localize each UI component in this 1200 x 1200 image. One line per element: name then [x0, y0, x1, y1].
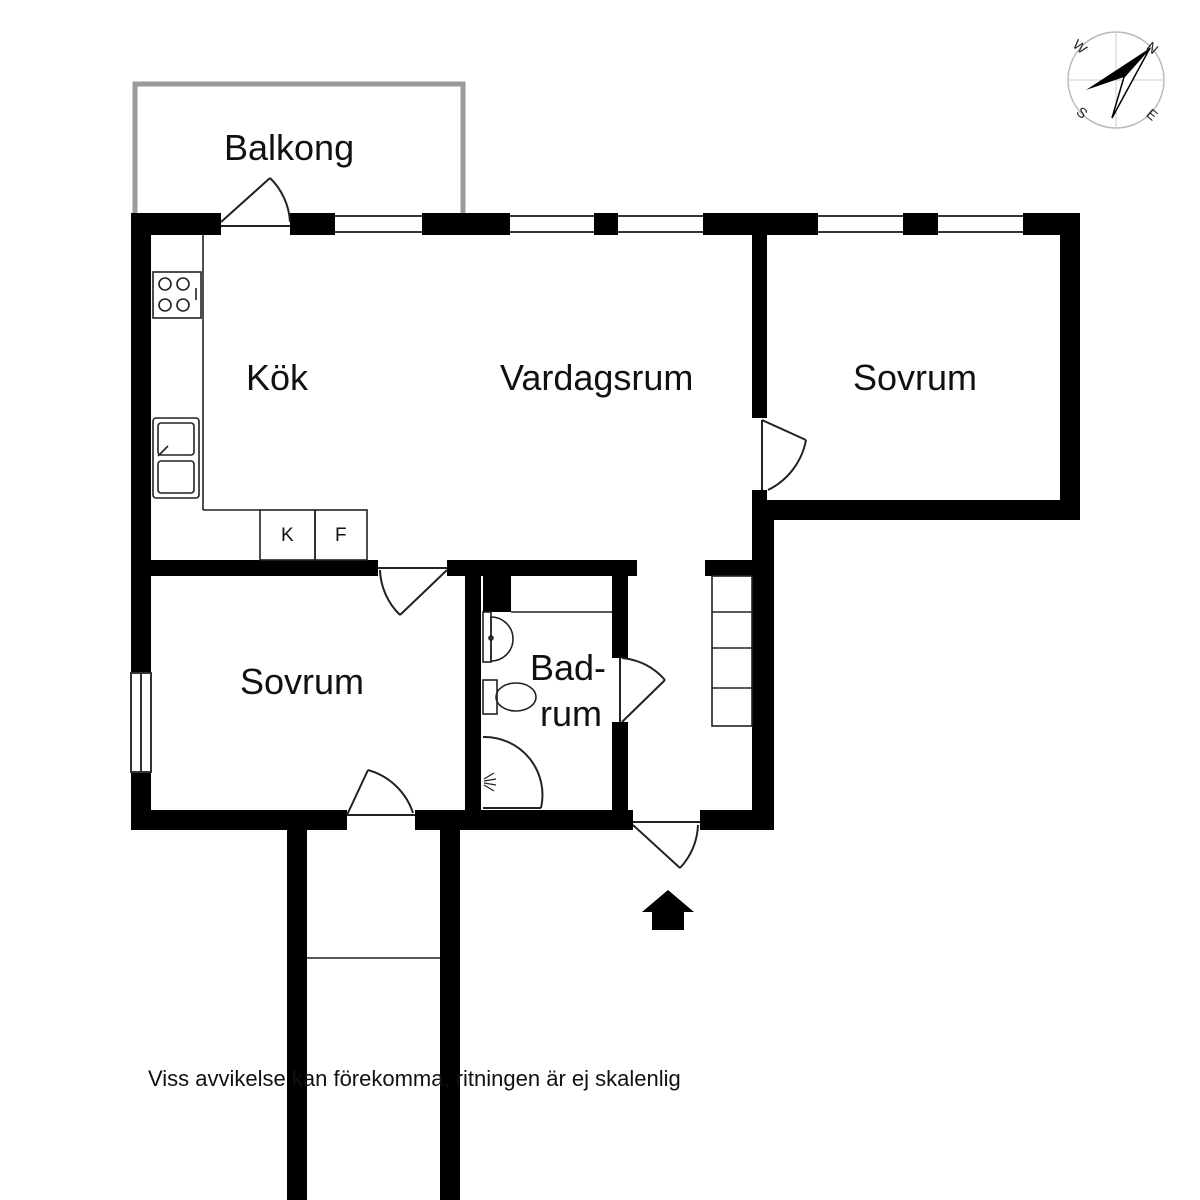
shower-icon — [483, 772, 497, 792]
sink-icon — [152, 417, 200, 499]
room-label-bedroom-left: Sovrum — [240, 661, 364, 702]
room-label-bedroom-right: Sovrum — [853, 357, 977, 398]
balcony-outline — [132, 81, 466, 213]
toilet-icon — [482, 679, 537, 715]
bathroom-fixtures — [482, 611, 612, 792]
room-label-kitchen: Kök — [246, 357, 309, 398]
room-label-living: Vardagsrum — [500, 357, 693, 398]
wardrobe — [711, 575, 753, 727]
walls — [131, 213, 1080, 830]
room-label-bathroom-line2: rum — [540, 693, 602, 734]
compass-icon: N E S W — [1067, 31, 1165, 129]
windows — [130, 215, 1023, 773]
disclaimer-note: Viss avvikelse kan förekomma, ritningen … — [148, 1066, 681, 1091]
room-label-balcony: Balkong — [224, 127, 354, 168]
doors — [220, 177, 807, 869]
room-label-bathroom-line1: Bad- — [530, 647, 606, 688]
kitchen-counter — [202, 235, 368, 561]
stove-icon — [152, 271, 202, 319]
freezer-label: K — [281, 525, 294, 546]
closet-walls — [287, 826, 460, 1200]
washbasin-icon — [490, 616, 514, 662]
entrance-arrow-icon — [642, 890, 694, 930]
fridge-label: F — [335, 525, 347, 546]
